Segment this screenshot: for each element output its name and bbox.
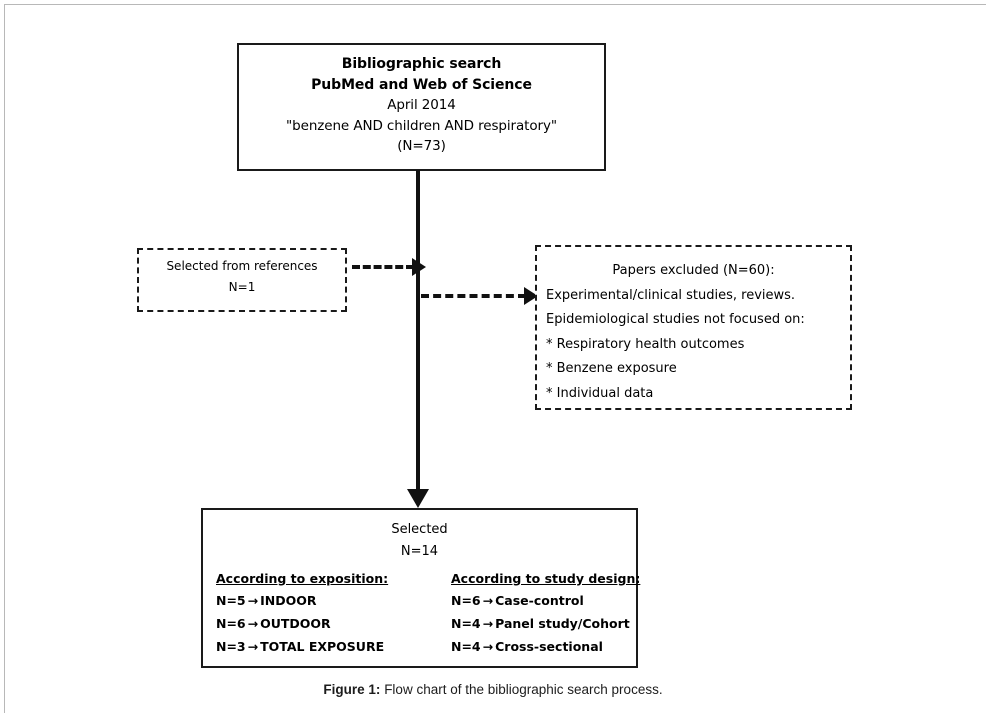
connector-references-dashed: [352, 265, 414, 269]
excluded-line-5: * Individual data: [546, 385, 654, 401]
excluded-heading: Papers excluded (N=60):: [612, 263, 775, 278]
arrow-right-icon: →: [247, 639, 259, 654]
search-line-1: Bibliographic search: [341, 56, 502, 72]
arrow-right-icon: →: [247, 593, 259, 608]
arrow-right-icon: →: [482, 616, 494, 631]
figure-caption-text: Flow chart of the bibliographic search p…: [380, 682, 663, 697]
design-row-1: N=6→Case-control: [451, 589, 640, 612]
selected-columns: According to exposition: N=5→INDOOR N=6→…: [203, 569, 640, 661]
column-according-to-exposition: According to exposition: N=5→INDOOR N=6→…: [216, 569, 388, 658]
exposition-row-3: N=3→TOTAL EXPOSURE: [216, 635, 388, 658]
design-row-3-label: Cross-sectional: [495, 639, 603, 654]
design-row-3-count: N=4: [451, 639, 481, 654]
selected-count: N=14: [400, 544, 439, 559]
search-line-2: PubMed and Web of Science: [311, 76, 532, 93]
references-title: Selected from references: [166, 259, 318, 273]
design-row-2: N=4→Panel study/Cohort: [451, 612, 640, 635]
connector-excluded-arrowhead-icon: [524, 287, 538, 305]
design-row-1-count: N=6: [451, 593, 481, 608]
exposition-row-2-label: OUTDOOR: [260, 616, 331, 631]
page-edge-top: [4, 4, 986, 5]
references-count: N=1: [228, 280, 256, 294]
arrow-right-icon: →: [247, 616, 259, 631]
exposition-row-3-count: N=3: [216, 639, 246, 654]
page-edge-left: [4, 4, 5, 713]
column-exposition-title: According to exposition:: [216, 571, 389, 586]
node-selected-studies: Selected N=14 According to exposition: N…: [201, 508, 640, 668]
excluded-line-4: * Benzene exposure: [546, 361, 677, 376]
excluded-line-3: * Respiratory health outcomes: [546, 336, 745, 352]
column-design-title: According to study design:: [451, 571, 641, 586]
connector-excluded-dashed: [421, 294, 526, 298]
connector-references-arrowhead-icon: [412, 258, 426, 276]
column-according-to-study-design: According to study design: N=6→Case-cont…: [451, 569, 640, 658]
connector-main-arrowhead-icon: [407, 489, 429, 508]
exposition-row-1-count: N=5: [216, 593, 246, 608]
search-line-4: "benzene AND children AND respiratory": [286, 117, 557, 134]
exposition-row-2: N=6→OUTDOOR: [216, 612, 388, 635]
exposition-row-1-label: INDOOR: [260, 593, 317, 608]
design-row-1-label: Case-control: [495, 593, 584, 608]
search-line-5: (N=73): [397, 138, 446, 154]
connector-main-vertical: [416, 170, 420, 497]
exposition-row-1: N=5→INDOOR: [216, 589, 388, 612]
design-row-2-count: N=4: [451, 616, 481, 631]
figure-caption-label: Figure 1:: [323, 682, 381, 697]
excluded-line-1: Experimental/clinical studies, reviews.: [546, 287, 796, 303]
figure-caption: Figure 1: Flow chart of the bibliographi…: [0, 682, 986, 697]
selected-title: Selected: [391, 522, 448, 537]
node-papers-excluded: Papers excluded (N=60): Experimental/cli…: [535, 245, 852, 410]
node-selected-from-references: Selected from references N=1: [137, 248, 347, 312]
arrow-right-icon: →: [482, 639, 494, 654]
exposition-row-3-label: TOTAL EXPOSURE: [260, 639, 385, 654]
node-bibliographic-search: Bibliographic search PubMed and Web of S…: [237, 43, 606, 171]
design-row-2-label: Panel study/Cohort: [495, 616, 630, 631]
exposition-row-2-count: N=6: [216, 616, 246, 631]
search-line-3: April 2014: [387, 97, 456, 113]
excluded-line-2: Epidemiological studies not focused on:: [546, 312, 805, 327]
design-row-3: N=4→Cross-sectional: [451, 635, 640, 658]
arrow-right-icon: →: [482, 593, 494, 608]
